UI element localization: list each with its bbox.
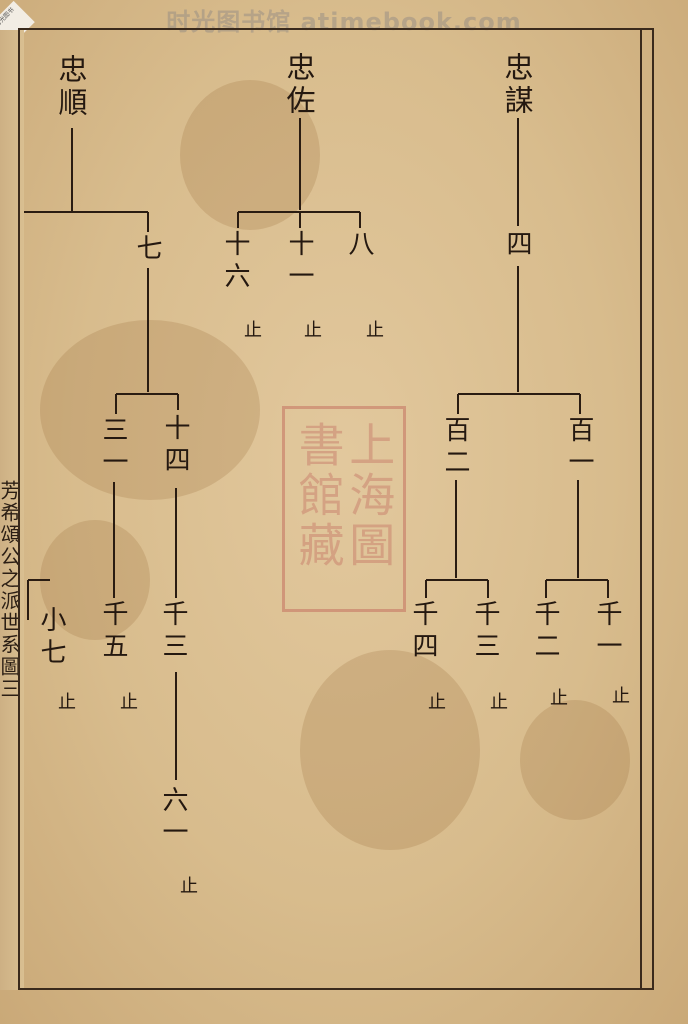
descendant-name: 四: [502, 230, 532, 262]
site-watermark: 时光图书馆 atimebook.com: [166, 8, 522, 36]
descendant-name: 三一: [98, 416, 128, 480]
margin-title: 芳希頌公之派世系圖三: [0, 480, 21, 700]
terminal-mark: 止: [58, 692, 76, 713]
descendant-name: 千二: [530, 600, 560, 664]
paper-stain: [300, 650, 480, 850]
descendant-name: 十四: [160, 414, 190, 478]
terminal-mark: 止: [244, 320, 262, 341]
page-frame-inner-rule: [640, 28, 646, 990]
terminal-mark: 止: [550, 688, 568, 709]
descendant-name: 七: [132, 234, 162, 266]
terminal-mark: 止: [490, 692, 508, 713]
paper-stain: [180, 80, 320, 230]
paper-stain: [40, 520, 150, 640]
descendant-name: 小七: [36, 606, 66, 670]
descendant-name: 千一: [592, 600, 622, 664]
ancestor-name: 忠順: [54, 54, 88, 120]
descendant-name: 百一: [564, 416, 594, 480]
descendant-name: 十一: [284, 230, 314, 294]
binding-margin: [0, 30, 24, 990]
terminal-mark: 止: [612, 686, 630, 707]
terminal-mark: 止: [180, 876, 198, 897]
terminal-mark: 止: [366, 320, 384, 341]
paper-stain: [40, 320, 260, 500]
ancestor-name: 忠謀: [500, 52, 534, 118]
descendant-name: 千四: [408, 600, 438, 664]
page-frame: [18, 28, 654, 990]
descendant-name: 千三: [470, 600, 500, 664]
descendant-name: 十六: [220, 230, 250, 294]
ancestor-name: 忠佐: [282, 52, 316, 118]
descendant-name: 千五: [98, 600, 128, 664]
descendant-name: 百二: [440, 416, 470, 480]
paper-stain: [520, 700, 630, 820]
descendant-name: 八: [344, 230, 374, 262]
terminal-mark: 止: [428, 692, 446, 713]
seal-text: 上海圖書館藏: [291, 421, 397, 571]
library-seal: 上海圖書館藏: [282, 406, 406, 612]
descendant-name: 六一: [158, 786, 188, 850]
terminal-mark: 止: [120, 692, 138, 713]
descendant-name: 千三: [158, 600, 188, 664]
terminal-mark: 止: [304, 320, 322, 341]
